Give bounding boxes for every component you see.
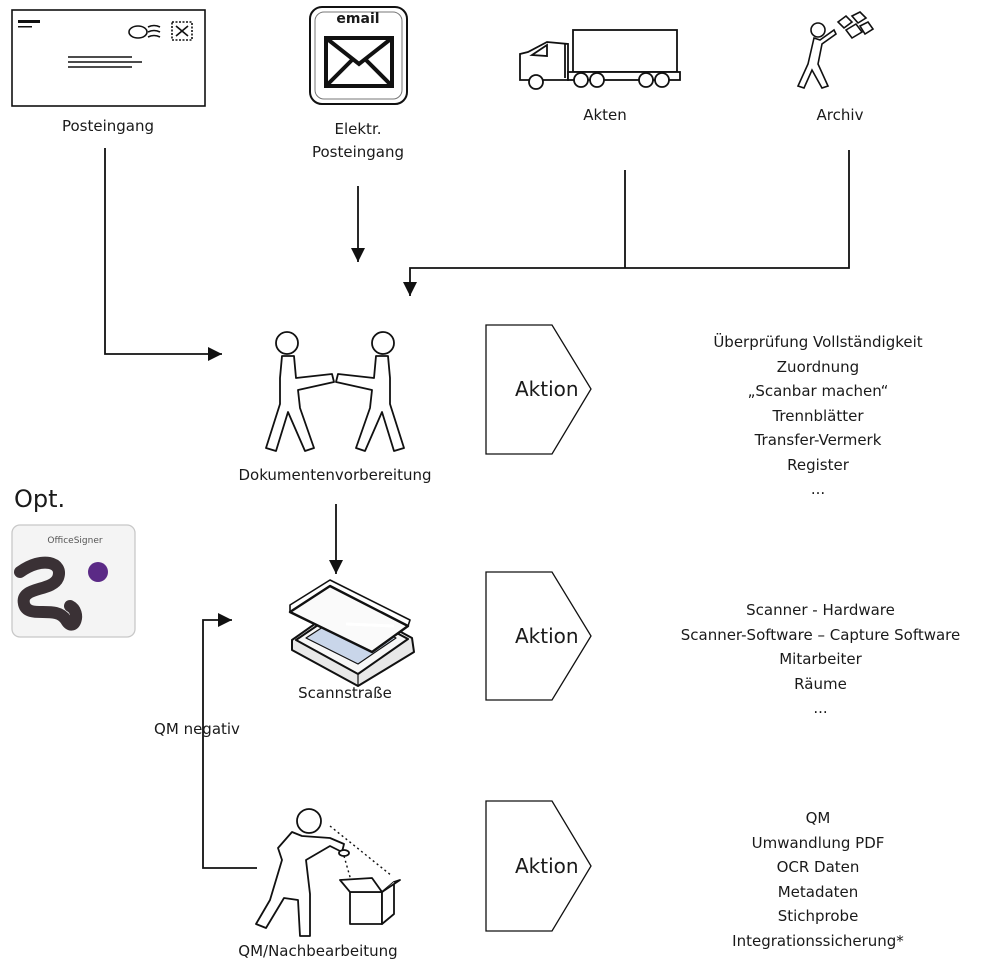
list-item: Transfer-Vermerk [754, 431, 882, 449]
action-list-vorbereitung: Überprüfung Vollständigkeit Zuordnung „S… [658, 330, 978, 502]
action-label-scan: Aktion [515, 624, 579, 648]
action-list-qm: QM Umwandlung PDF OCR Daten Metadaten St… [658, 806, 978, 953]
list-item: Räume [794, 674, 847, 693]
action-shapes [485, 324, 592, 932]
list-item: Zuordnung [776, 357, 860, 376]
list-item: ... [813, 699, 828, 717]
arrow-akten-archiv [403, 150, 850, 296]
truck-icon [519, 29, 681, 90]
list-item: Überprüfung Vollständigkeit [713, 333, 923, 351]
email-icon [309, 6, 408, 105]
label-posteingang: Posteingang [61, 117, 155, 135]
label-scannstrasse: Scannstraße [298, 684, 392, 702]
action-label-qm: Aktion [515, 854, 579, 878]
action-label-vorbereitung: Aktion [515, 377, 579, 401]
list-item: Integrationssicherung* [732, 931, 904, 950]
logo-text: OfficeSigner [47, 536, 103, 546]
action-shape-vorbereitung [485, 324, 592, 455]
list-item: OCR Daten [776, 858, 860, 876]
envelope-icon [11, 9, 206, 107]
scanner-icon [288, 579, 415, 687]
list-item: „Scanbar machen“ [747, 382, 889, 400]
list-item: Metadaten [777, 882, 859, 901]
action-list-scan: Scanner - Hardware Scanner-Software – Ca… [658, 598, 983, 721]
arrow-posteingang [104, 148, 222, 361]
connectors [104, 148, 850, 869]
arrow-qm-loop [202, 613, 257, 869]
list-item: Stichprobe [777, 907, 859, 925]
list-item: Scanner-Software – Capture Software [680, 625, 961, 644]
action-shape-scan [485, 571, 592, 701]
label-archiv: Archiv [816, 106, 864, 124]
archive-person-icon [796, 11, 875, 89]
list-item: Mitarbeiter [779, 650, 862, 668]
list-item: QM [805, 809, 831, 827]
label-elektr-line2: Posteingang [311, 143, 405, 161]
handshake-icon [265, 331, 405, 452]
list-item: ... [810, 480, 826, 498]
action-shape-qm [485, 800, 592, 932]
list-item: Trennblätter [772, 406, 864, 425]
list-item: Scanner - Hardware [746, 601, 895, 619]
label-elektr-line1: Elektr. [334, 120, 382, 138]
label-opt: Opt. [14, 485, 66, 513]
inspection-person-icon [255, 808, 401, 937]
label-qm-nachbearbeitung: QM/Nachbearbeitung [238, 942, 398, 960]
label-dokumentenvorbereitung: Dokumentenvorbereitung [238, 466, 432, 484]
list-item: Umwandlung PDF [751, 833, 885, 852]
label-akten: Akten [583, 106, 627, 124]
email-badge-text: email [336, 11, 380, 27]
officesigner-logo [11, 524, 136, 638]
label-qm-negativ: QM negativ [154, 720, 240, 738]
list-item: Register [787, 455, 849, 474]
